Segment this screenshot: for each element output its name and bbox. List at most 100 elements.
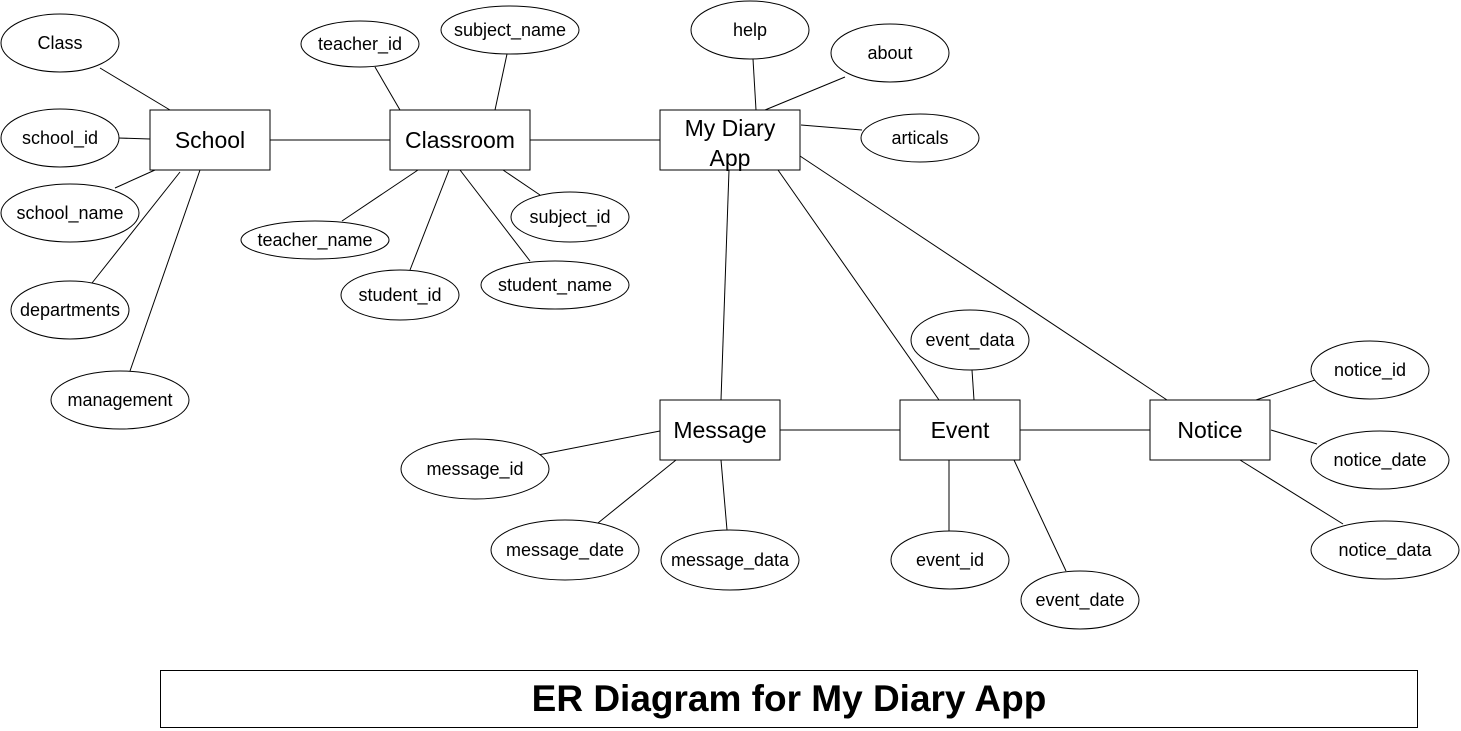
attribute-ellipse [240, 220, 390, 260]
attribute-line-subject-name [494, 53, 508, 111]
attribute-line-notice-date [1270, 429, 1318, 445]
attribute-ellipse [50, 370, 190, 430]
entity-box [389, 109, 531, 171]
entity-notice[interactable]: Notice [1149, 399, 1271, 461]
entity-message[interactable]: Message [659, 399, 781, 461]
attribute-event-data[interactable]: event_data [910, 309, 1030, 371]
attribute-ellipse [1310, 520, 1460, 580]
attribute-notice-id[interactable]: notice_id [1310, 340, 1430, 400]
attribute-line-articals [800, 124, 863, 131]
attribute-articals[interactable]: articals [860, 113, 980, 163]
attribute-ellipse [1310, 430, 1450, 490]
attribute-line-about [764, 76, 846, 111]
attribute-school-id[interactable]: school_id [0, 108, 120, 168]
attribute-line-student-id [409, 169, 450, 271]
attribute-ellipse [1310, 340, 1430, 400]
attribute-ellipse [1020, 570, 1140, 630]
attribute-notice-date[interactable]: notice_date [1310, 430, 1450, 490]
connector-lines [91, 53, 1344, 572]
attribute-label: student_id [358, 285, 441, 306]
entity-box [899, 399, 1021, 461]
attribute-ellipse [890, 530, 1010, 590]
attribute-line-subject-id [502, 169, 541, 196]
attribute-label: notice_data [1338, 540, 1432, 561]
attribute-line-notice-data [1239, 459, 1344, 525]
attribute-label: subject_id [529, 207, 610, 228]
relationship-line-app-event [777, 169, 940, 401]
attribute-ellipse [0, 108, 120, 168]
attribute-management[interactable]: management [50, 370, 190, 430]
entity-label: School [175, 127, 245, 153]
attribute-ellipse [830, 23, 950, 83]
attribute-ellipse [510, 191, 630, 243]
attribute-student-id[interactable]: student_id [340, 269, 460, 321]
attribute-label: teacher_name [257, 230, 372, 251]
attribute-line-event-data [971, 369, 975, 401]
attribute-ellipse [440, 5, 580, 55]
attribute-event-date[interactable]: event_date [1020, 570, 1140, 630]
attribute-about[interactable]: about [830, 23, 950, 83]
attribute-ellipse [340, 269, 460, 321]
attribute-subject-id[interactable]: subject_id [510, 191, 630, 243]
relationship-line-app-notice [799, 155, 1168, 401]
attribute-departments[interactable]: departments [10, 280, 130, 340]
attribute-label: subject_name [454, 20, 566, 41]
attribute-help[interactable]: help [690, 0, 810, 60]
attribute-class[interactable]: Class [0, 13, 120, 73]
attribute-message-id[interactable]: message_id [400, 438, 550, 500]
attribute-ellipse [660, 529, 800, 591]
entity-box [1149, 399, 1271, 461]
attribute-ellipse [910, 309, 1030, 371]
attribute-label: event_id [916, 550, 984, 571]
attribute-event-id[interactable]: event_id [890, 530, 1010, 590]
attribute-teacher-id[interactable]: teacher_id [300, 20, 420, 68]
attribute-ellipse [480, 260, 630, 310]
attribute-label: school_id [22, 128, 98, 149]
attribute-ellipse [690, 0, 810, 60]
entity-label: Notice [1177, 417, 1242, 443]
entity-box [659, 399, 781, 461]
attribute-line-notice-id [1255, 379, 1316, 401]
attribute-label: event_date [1035, 590, 1124, 611]
attribute-line-class [99, 67, 171, 111]
attribute-subject-name[interactable]: subject_name [440, 5, 580, 55]
attribute-line-teacher-id [374, 66, 401, 111]
attribute-message-date[interactable]: message_date [490, 519, 640, 581]
entity-event[interactable]: Event [899, 399, 1021, 461]
entity-box [149, 109, 271, 171]
entity-box [659, 109, 801, 171]
attribute-ellipse [400, 438, 550, 500]
attribute-label: notice_date [1333, 450, 1426, 471]
attribute-message-data[interactable]: message_data [660, 529, 800, 591]
entity-classroom[interactable]: Classroom [389, 109, 531, 171]
attribute-label: school_name [16, 203, 123, 224]
entity-label: Message [673, 417, 766, 443]
attribute-student-name[interactable]: student_name [480, 260, 630, 310]
attribute-label: message_date [506, 540, 624, 561]
attribute-label: message_id [426, 459, 523, 480]
attribute-ellipse [0, 13, 120, 73]
attribute-line-message-id [537, 430, 661, 456]
attribute-ellipse [860, 113, 980, 163]
entity-school[interactable]: School [149, 109, 271, 171]
attribute-label: help [733, 20, 767, 40]
attribute-line-management [129, 169, 201, 372]
attribute-ellipse [490, 519, 640, 581]
attribute-line-school-name [114, 169, 156, 189]
attribute-label: teacher_id [318, 34, 402, 55]
attribute-line-event-date [1013, 459, 1067, 572]
attribute-notice-data[interactable]: notice_data [1310, 520, 1460, 580]
attribute-label: articals [891, 128, 948, 148]
attribute-ellipse [0, 183, 140, 243]
attribute-line-teacher-name [341, 169, 419, 222]
attribute-label: message_data [671, 550, 790, 571]
attribute-teacher-name[interactable]: teacher_name [240, 220, 390, 260]
attribute-label: notice_id [1334, 360, 1406, 381]
entity-label: Event [931, 417, 990, 443]
entity-label: Classroom [405, 127, 515, 153]
attribute-label: about [867, 43, 912, 63]
attribute-school-name[interactable]: school_name [0, 183, 140, 243]
